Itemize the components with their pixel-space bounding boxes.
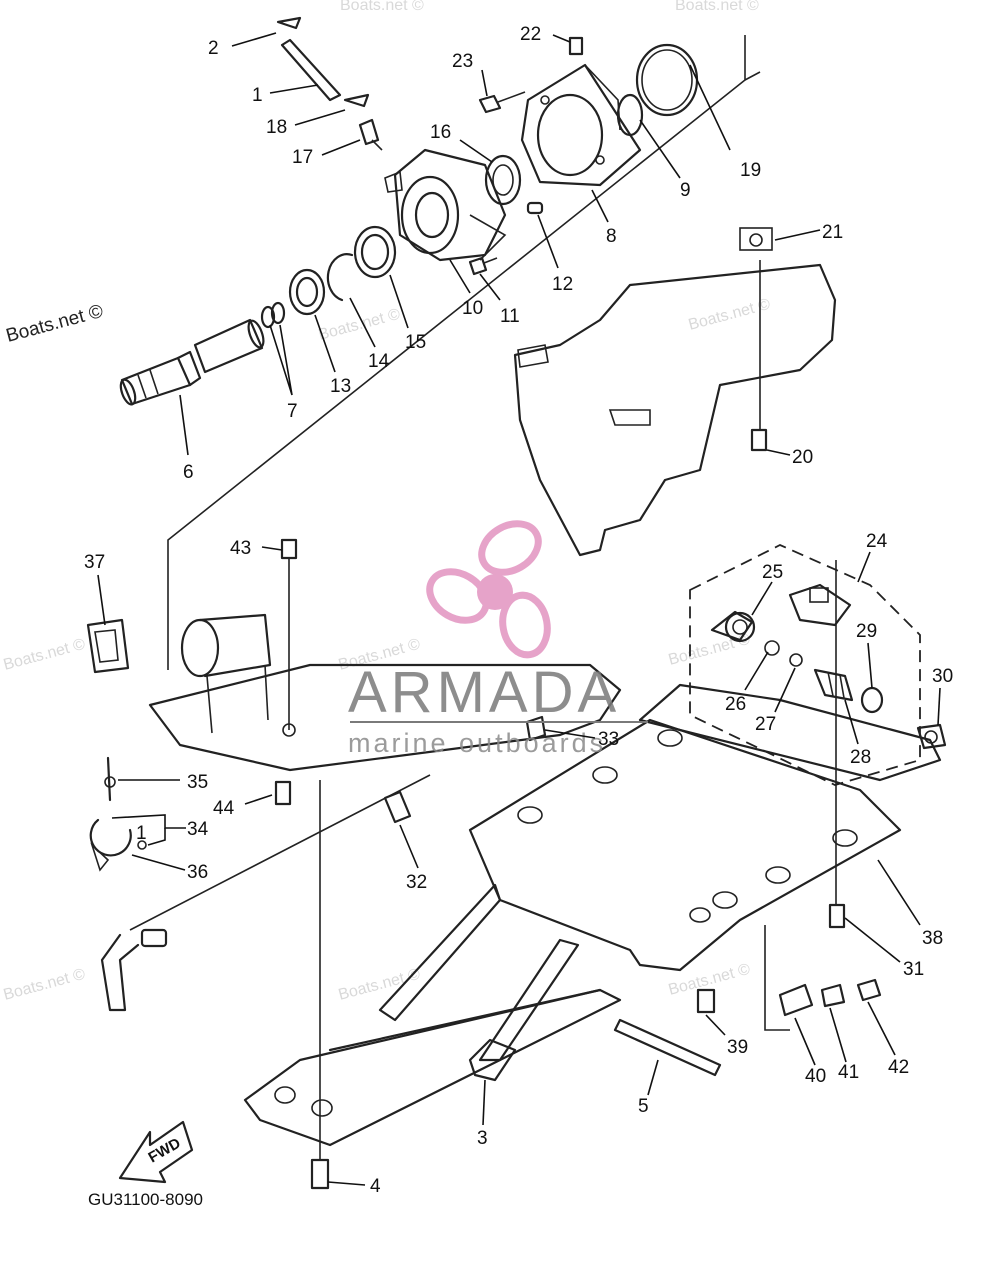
jet-pump-body	[148, 613, 622, 772]
callout-29: 29	[856, 621, 877, 642]
callout-18: 18	[266, 117, 287, 138]
seal-strip	[613, 1018, 722, 1077]
hose-clamp	[89, 756, 147, 872]
callout-37: 37	[84, 552, 105, 573]
armada-logo: ARMADA marine outboards	[348, 520, 648, 758]
callout-42: 42	[888, 1057, 909, 1078]
bolts-lower	[274, 260, 846, 1190]
callout-1b: 1	[136, 823, 147, 844]
watermark-text: Boats.net ©	[4, 301, 106, 347]
callout-39: 39	[727, 1037, 748, 1058]
callout-12: 12	[552, 274, 573, 295]
callout-21: 21	[822, 222, 843, 243]
callout-44: 44	[213, 798, 235, 819]
brand-tagline: marine outboards	[348, 728, 606, 758]
callout-2: 2	[208, 38, 219, 59]
fwd-label: FWD	[146, 1135, 184, 1167]
callout-10: 10	[462, 298, 483, 319]
leader-lines	[97, 32, 941, 1186]
callout-26: 26	[725, 694, 746, 715]
ride-plate	[243, 883, 622, 1147]
lower-plate-38	[468, 683, 942, 972]
sensor-parts	[710, 583, 947, 750]
callout-24: 24	[866, 531, 888, 552]
svg-text:Boats.net ©: Boats.net ©	[317, 306, 403, 344]
callout-4: 4	[370, 1176, 381, 1197]
o-ring-small	[616, 93, 644, 137]
callout-3: 3	[477, 1128, 488, 1149]
o-ring-large	[635, 43, 699, 117]
callout-43: 43	[230, 538, 251, 559]
upper-assembly-outline	[167, 35, 761, 670]
fwd-arrow: FWD	[118, 1120, 194, 1184]
svg-text:Boats.net ©: Boats.net ©	[667, 631, 753, 669]
clip-parts-lower	[764, 925, 882, 1031]
callout-25: 25	[762, 562, 783, 583]
svg-text:Boats.net ©: Boats.net ©	[675, 0, 759, 14]
callout-32: 32	[406, 872, 427, 893]
hose-end	[100, 933, 140, 1012]
callout-20: 20	[792, 447, 813, 468]
callout-16: 16	[430, 122, 451, 143]
callout-7: 7	[287, 401, 298, 422]
cover-plate	[520, 63, 642, 187]
svg-text:Boats.net ©: Boats.net ©	[667, 961, 753, 999]
clip-bracket	[86, 618, 130, 674]
svg-text:Boats.net ©: Boats.net ©	[337, 966, 423, 1004]
propeller-icon	[426, 520, 551, 659]
callout-30: 30	[932, 666, 953, 687]
callout-1: 1	[252, 85, 263, 106]
svg-text:Boats.net ©: Boats.net ©	[2, 966, 88, 1004]
sensor-kit-group	[689, 544, 921, 786]
callout-15: 15	[405, 332, 426, 353]
callout-31: 31	[903, 959, 924, 980]
callout-38: 38	[922, 928, 943, 949]
callout-5: 5	[638, 1096, 649, 1117]
callout-8: 8	[606, 226, 617, 247]
callout-17: 17	[292, 147, 313, 168]
callout-19: 19	[740, 160, 761, 181]
svg-text:Boats.net ©: Boats.net ©	[340, 0, 424, 14]
callout-22: 22	[520, 24, 541, 45]
brand-name: ARMADA	[348, 660, 620, 725]
bearings-and-seals	[260, 225, 397, 329]
callout-40: 40	[805, 1066, 826, 1087]
intake-frame	[513, 227, 837, 557]
callout-41: 41	[838, 1062, 859, 1083]
bearing-housing	[384, 148, 507, 262]
callout-35: 35	[187, 772, 208, 793]
pin	[383, 790, 412, 824]
small-clip	[525, 715, 547, 742]
callout-14: 14	[368, 351, 390, 372]
callout-9: 9	[680, 180, 691, 201]
hose-line	[129, 774, 431, 931]
svg-text:Boats.net ©: Boats.net ©	[2, 636, 88, 674]
drawing-code: GU31100-8090	[88, 1190, 203, 1209]
small-fasteners-upper	[276, 16, 584, 276]
callout-23: 23	[452, 51, 473, 72]
callout-labels: 2 1 18 17 16 23 22 19 9 8 12 11 10 15 14…	[84, 24, 953, 1197]
callout-33: 33	[598, 729, 619, 750]
callout-11: 11	[500, 306, 520, 327]
callout-36: 36	[187, 862, 208, 883]
callout-34: 34	[187, 819, 209, 840]
callout-13: 13	[330, 376, 351, 397]
callout-27: 27	[755, 714, 776, 735]
callout-28: 28	[850, 747, 871, 768]
drive-shaft	[119, 318, 265, 406]
callout-6: 6	[183, 462, 194, 483]
oil-seal	[484, 154, 522, 206]
